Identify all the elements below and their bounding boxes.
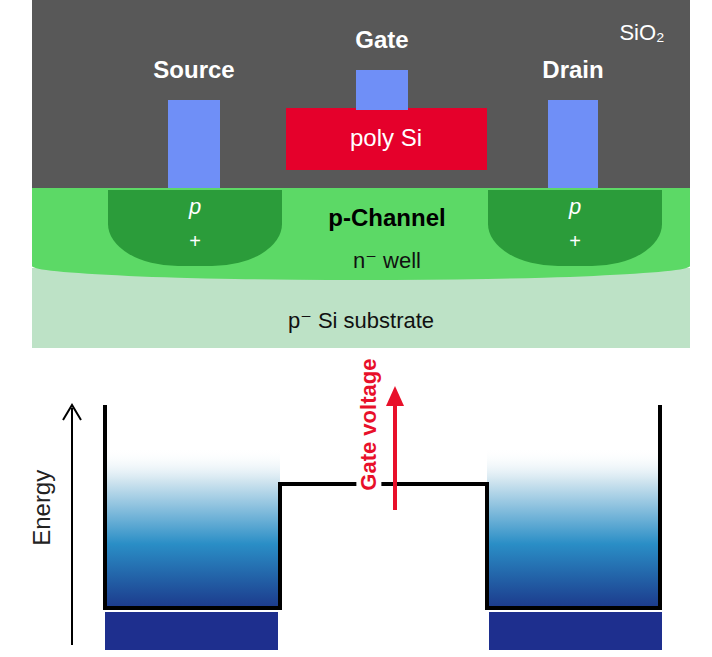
node-text: +: [189, 230, 201, 253]
channel-label: p-Channel: [326, 204, 447, 232]
node-text: +: [569, 230, 581, 253]
oxide-region: SiO₂Gatepoly SiSourceDrain: [32, 0, 690, 190]
energy-axis: [71, 408, 73, 645]
poly-si-gate: poly Si: [286, 108, 487, 170]
gate-voltage-arrow: [393, 402, 397, 510]
node-text: SiO₂: [619, 20, 664, 45]
node-text: n⁻ well: [353, 248, 421, 273]
node-text: poly Si: [350, 124, 422, 152]
drain-contact: Drain: [548, 100, 598, 190]
node-text: Gate: [355, 26, 408, 54]
p-substrate: p⁻ Si substrate: [32, 268, 690, 348]
node-text: p: [189, 194, 201, 219]
source-band: [105, 612, 278, 650]
source-contact: Source: [168, 100, 220, 190]
energy-axis-label: Energy: [28, 468, 56, 548]
drain-electron-sea: [487, 448, 662, 608]
node-text: p: [569, 194, 581, 219]
node-text: Drain: [542, 56, 603, 84]
source-electron-sea: [105, 448, 280, 608]
gate-contact: Gate: [356, 70, 408, 110]
n-well: n⁻ wellp+p+: [32, 188, 690, 280]
node-text: p⁻ Si substrate: [288, 308, 434, 333]
energy-axis-head: [63, 405, 81, 420]
p-plus-source: p+: [108, 190, 282, 266]
gate-voltage-arrowhead: [386, 386, 404, 406]
potential-profile: [105, 405, 660, 608]
node-text: Source: [153, 56, 234, 84]
drain-band: [489, 612, 662, 650]
p-plus-drain: p+: [488, 190, 662, 266]
gate-voltage-label: Gate voltage: [356, 357, 381, 493]
